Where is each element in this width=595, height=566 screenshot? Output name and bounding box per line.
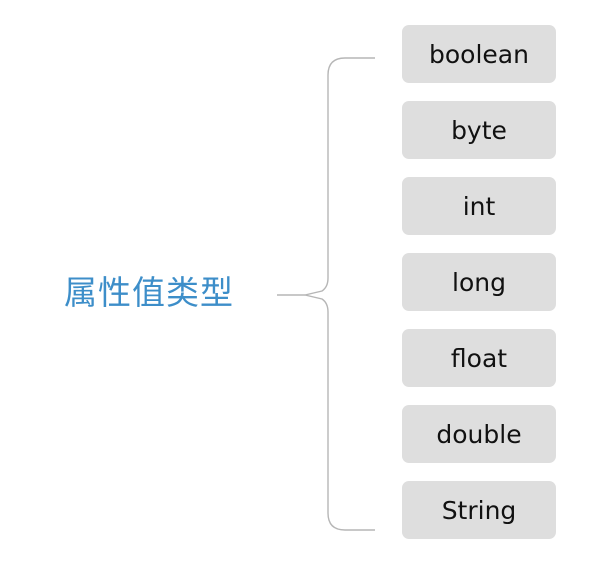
root-label: 属性值类型 [64, 273, 234, 312]
brace-upper-arm [304, 57, 375, 296]
brace-lower-arm [304, 294, 375, 531]
type-box-boolean: boolean [402, 25, 556, 83]
type-list: boolean byte int long float double Strin… [402, 25, 556, 557]
type-box-int: int [402, 177, 556, 235]
type-box-double: double [402, 405, 556, 463]
type-box-long: long [402, 253, 556, 311]
type-box-string: String [402, 481, 556, 539]
type-box-byte: byte [402, 101, 556, 159]
type-box-float: float [402, 329, 556, 387]
